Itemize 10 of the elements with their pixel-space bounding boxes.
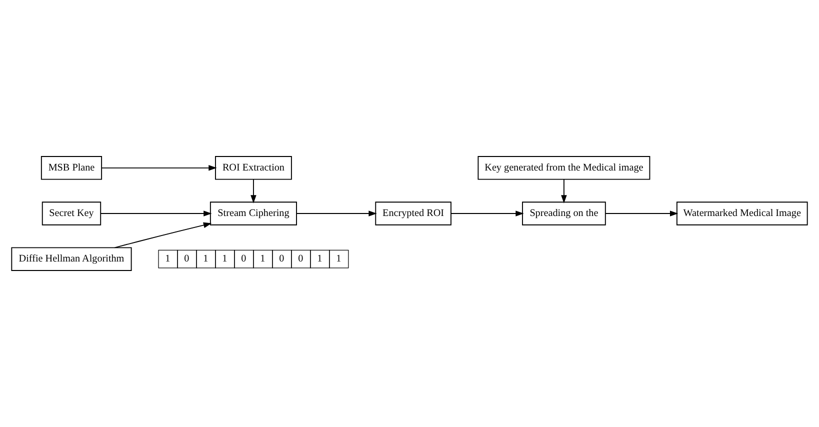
label: 1: [203, 253, 208, 264]
label: 1: [165, 253, 170, 264]
label: 0: [241, 253, 246, 264]
label: 1: [317, 253, 322, 264]
label: 0: [298, 253, 304, 264]
label: 0: [279, 253, 284, 264]
label: 1: [336, 253, 342, 264]
label: 1: [260, 253, 266, 264]
label: 1: [222, 253, 228, 264]
label: 0: [184, 253, 190, 264]
